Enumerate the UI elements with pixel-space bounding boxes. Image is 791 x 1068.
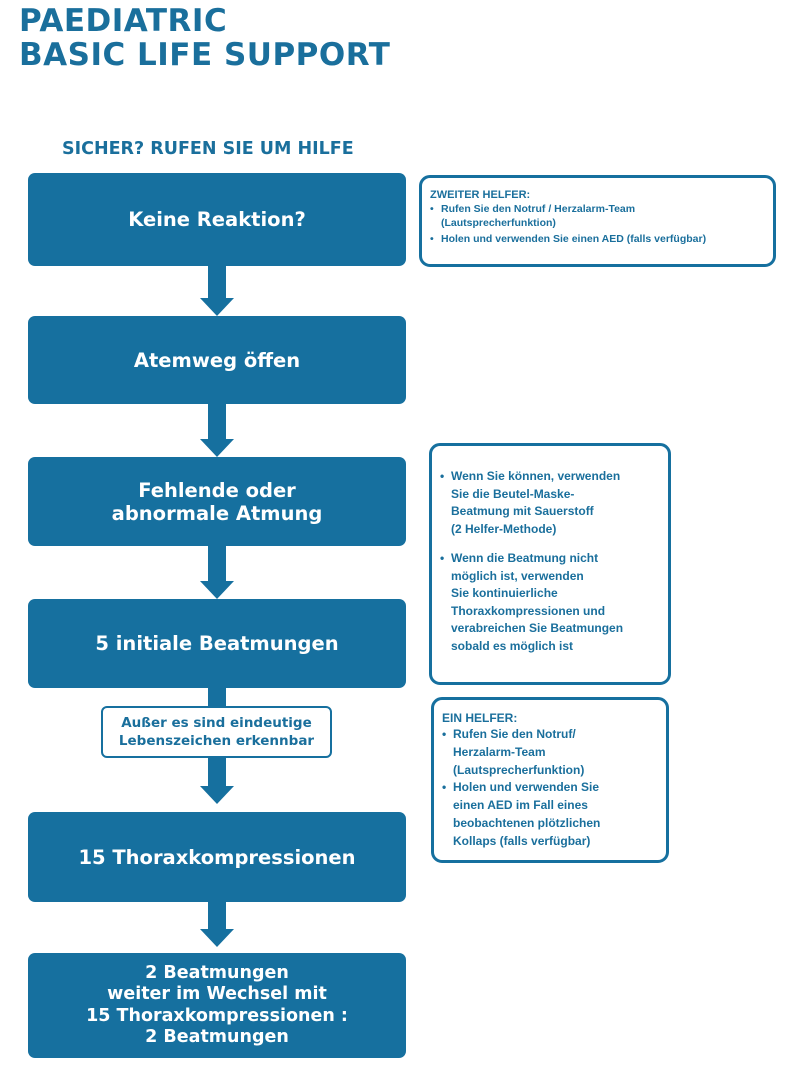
safety-call-heading: SICHER? RUFEN SIE UM HILFE — [62, 139, 354, 159]
flow-arrow — [200, 902, 234, 947]
flow-arrow — [200, 266, 234, 316]
note-item: • Rufen Sie den Notruf / Herzalarm-Team … — [430, 202, 765, 230]
note-line: Kollaps (falls verfügbar) — [453, 833, 591, 848]
note-line: Rufen Sie den Notruf/ — [453, 727, 576, 741]
step-label: abnormale Atmung — [111, 501, 323, 525]
note-item: • Wenn die Beatmung nicht möglich ist, v… — [440, 550, 660, 655]
step-label: 15 Thoraxkompressionen : — [86, 1005, 348, 1026]
note-line: (2 Helfer-Methode) — [451, 521, 557, 536]
note-line: einen AED im Fall eines — [453, 798, 588, 813]
note-line: Holen und verwenden Sie einen AED (falls… — [441, 233, 707, 245]
note-heading: EIN HELFER: — [442, 711, 518, 725]
note-item: • Wenn Sie können, verwenden Sie die Beu… — [440, 468, 660, 538]
note-line: Wenn die Beatmung nicht — [451, 551, 599, 565]
step-no-response: Keine Reaktion? — [28, 173, 406, 266]
note-line: verabreichen Sie Beatmungen — [451, 621, 624, 635]
note-line: (Lautsprecherfunktion) — [453, 762, 585, 777]
note-line: Sie kontinuierliche — [451, 586, 558, 600]
step-label: Fehlende oder — [138, 478, 296, 502]
title-line-1: PAEDIATRIC — [19, 3, 228, 39]
note-line: Wenn Sie können, verwenden — [451, 469, 621, 483]
step-label: Keine Reaktion? — [128, 208, 306, 231]
step-chest-compressions: 15 Thoraxkompressionen — [28, 812, 406, 902]
note-line: möglich ist, verwenden — [451, 568, 584, 583]
step-label: 5 initiale Beatmungen — [95, 632, 339, 655]
flow-arrow — [200, 404, 234, 457]
note-line: beobachtenen plötzlichen — [453, 815, 601, 830]
condition-line: Außer es sind eindeutige — [121, 715, 312, 731]
step-rescue-breaths: 5 initiale Beatmungen — [28, 599, 406, 688]
note-line: Thoraxkompressionen und — [451, 603, 606, 618]
title-line-2: BASIC LIFE SUPPORT — [19, 37, 391, 73]
condition-line: Lebenszeichen erkennbar — [118, 733, 315, 749]
page-title: PAEDIATRIC BASIC LIFE SUPPORT — [19, 4, 390, 72]
step-cycle: 2 Beatmungen weiter im Wechsel mit 15 Th… — [28, 953, 406, 1058]
note-line: (Lautsprecherfunktion) — [441, 217, 556, 229]
note-heading: ZWEITER HELFER: — [430, 189, 531, 201]
step-label: weiter im Wechsel mit — [107, 984, 327, 1004]
note-line: Holen und verwenden Sie — [453, 780, 600, 795]
note-line: Sie die Beutel-Maske- — [451, 486, 575, 501]
flow-arrow — [200, 546, 234, 599]
step-label: Atemweg öffen — [133, 348, 301, 372]
note-line: Beatmung mit Sauerstoff — [451, 504, 594, 518]
note-second-rescuer: ZWEITER HELFER: • Rufen Sie den Notruf /… — [419, 175, 776, 267]
step-label: 2 Beatmungen — [145, 1027, 289, 1047]
note-item: • Holen und verwenden Sie einen AED (fal… — [430, 232, 765, 246]
step-label: 2 Beatmungen — [145, 962, 289, 983]
note-line: Herzalarm-Team — [453, 744, 546, 759]
note-single-rescuer: EIN HELFER: • Rufen Sie den Notruf/ Herz… — [431, 697, 669, 863]
note-ventilation: • Wenn Sie können, verwenden Sie die Beu… — [429, 443, 671, 685]
note-line: sobald es möglich ist — [451, 638, 574, 653]
step-label: 15 Thoraxkompressionen — [78, 845, 356, 869]
note-line: Rufen Sie den Notruf / Herzalarm-Team — [441, 203, 636, 215]
step-open-airway: Atemweg öffen — [28, 316, 406, 404]
note-item: • Holen und verwenden Sie einen AED im F… — [442, 779, 658, 850]
step-abnormal-breathing: Fehlende oder abnormale Atmung — [28, 457, 406, 546]
condition-label: Außer es sind eindeutige Lebenszeichen e… — [101, 706, 332, 758]
note-item: • Rufen Sie den Notruf/ Herzalarm-Team (… — [442, 726, 658, 779]
